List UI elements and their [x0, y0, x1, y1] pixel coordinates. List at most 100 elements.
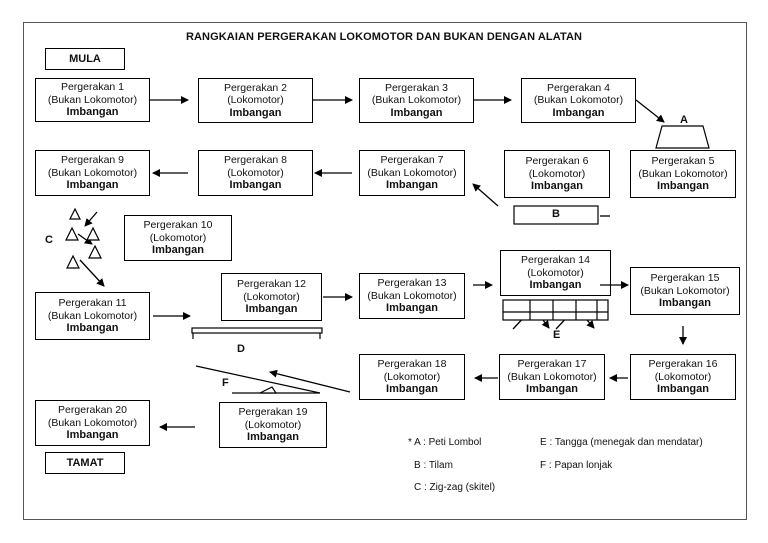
movement-name: Pergerakan 10 [143, 219, 213, 232]
movement-skill: Imbangan [66, 106, 119, 119]
start-label: MULA [45, 48, 125, 70]
movement-name: Pergerakan 17 [517, 358, 587, 371]
movement-name: Pergerakan 5 [651, 155, 715, 168]
movement-box-19: Pergerakan 19(Lokomotor)Imbangan [219, 402, 327, 448]
movement-skill: Imbangan [531, 180, 583, 193]
arrow-4-a [635, 99, 665, 123]
movement-type: (Bukan Lokomotor) [47, 93, 138, 106]
diagram-title: RANGKAIAN PERGERAKAN LOKOMOTOR DAN BUKAN… [185, 31, 583, 43]
movement-box-6: Pergerakan 6(Lokomotor)Imbangan [504, 150, 610, 198]
movement-type: (Bukan Lokomotor) [367, 289, 457, 302]
movement-skill: Imbangan [657, 383, 709, 396]
springboard-slope [195, 365, 321, 394]
movement-box-9: Pergerakan 9(Bukan Lokomotor)Imbangan [35, 150, 150, 196]
arrow-c-11 [79, 259, 105, 287]
movement-skill: Imbangan [526, 383, 578, 396]
legend-a: * A : Peti Lombol [408, 437, 482, 448]
movement-box-11: Pergerakan 11(Bukan Lokomotor)Imbangan [35, 292, 150, 340]
legend-c: C : Zig-zag (skitel) [414, 482, 496, 493]
movement-type: (Bukan Lokomotor) [367, 166, 457, 179]
movement-type: (Bukan Lokomotor) [638, 167, 728, 180]
movement-box-16: Pergerakan 16(Lokomotor)Imbangan [630, 354, 736, 400]
vaulting-box-shape [655, 125, 710, 149]
movement-name: Pergerakan 3 [384, 81, 449, 94]
movement-name: Pergerakan 1 [60, 81, 125, 94]
movement-type: (Lokomotor) [383, 370, 441, 383]
movement-type: (Lokomotor) [227, 166, 284, 179]
movement-name: Pergerakan 4 [546, 81, 611, 94]
movement-type: (Lokomotor) [149, 231, 207, 244]
movement-skill: Imbangan [229, 179, 282, 192]
cone-1 [69, 207, 81, 220]
springboard-wedge [259, 386, 278, 394]
movement-box-4: Pergerakan 4(Bukan Lokomotor)Imbangan [521, 78, 636, 123]
end-label: TAMAT [45, 452, 125, 474]
movement-name: Pergerakan 9 [60, 154, 125, 167]
movement-skill: Imbangan [245, 303, 298, 316]
equipment-label-c: C [45, 234, 53, 246]
diagram-frame [23, 22, 747, 520]
movement-skill: Imbangan [247, 431, 299, 444]
movement-name: Pergerakan 7 [380, 154, 444, 167]
movement-name: Pergerakan 13 [377, 277, 447, 290]
cone-3 [86, 226, 100, 241]
movement-skill: Imbangan [529, 279, 582, 292]
movement-box-5: Pergerakan 5(Bukan Lokomotor)Imbangan [630, 150, 736, 198]
equipment-label-f: F [222, 377, 229, 389]
movement-type: (Bukan Lokomotor) [47, 166, 138, 179]
movement-type: (Lokomotor) [654, 370, 712, 383]
mat-shape [513, 205, 599, 225]
movement-type: (Bukan Lokomotor) [507, 370, 597, 383]
arrow-9-c [84, 211, 98, 227]
movement-name: Pergerakan 16 [648, 358, 718, 371]
movement-box-14: Pergerakan 14(Lokomotor)Imbangan [500, 250, 611, 296]
movement-box-18: Pergerakan 18(Lokomotor)Imbangan [359, 354, 465, 400]
movement-skill: Imbangan [66, 429, 119, 442]
legend-e: E : Tangga (menegak dan mendatar) [540, 437, 703, 448]
movement-box-8: Pergerakan 8(Lokomotor)Imbangan [198, 150, 313, 196]
legend-b: B : Tilam [414, 460, 453, 471]
movement-skill: Imbangan [66, 179, 119, 192]
equipment-label-b: B [552, 208, 560, 220]
arrow-18-f [269, 369, 351, 393]
movement-box-17: Pergerakan 17(Bukan Lokomotor)Imbangan [499, 354, 605, 400]
movement-box-13: Pergerakan 13(Bukan Lokomotor)Imbangan [359, 273, 465, 319]
movement-name: Pergerakan 15 [650, 272, 720, 285]
movement-skill: Imbangan [386, 302, 438, 315]
movement-type: (Bukan Lokomotor) [47, 309, 138, 322]
movement-box-2: Pergerakan 2(Lokomotor)Imbangan [198, 78, 313, 123]
movement-type: (Lokomotor) [244, 418, 302, 431]
movement-skill: Imbangan [152, 244, 204, 257]
movement-skill: Imbangan [390, 106, 443, 119]
arrow-b-7 [472, 183, 499, 207]
movement-skill: Imbangan [229, 106, 282, 119]
cone-4 [66, 254, 80, 269]
movement-box-12: Pergerakan 12(Lokomotor)Imbangan [221, 273, 322, 321]
movement-skill: Imbangan [386, 179, 438, 192]
movement-name: Pergerakan 19 [238, 406, 308, 419]
movement-skill: Imbangan [66, 322, 119, 335]
movement-name: Pergerakan 8 [223, 154, 288, 167]
movement-name: Pergerakan 12 [237, 278, 306, 291]
movement-type: (Lokomotor) [227, 94, 284, 107]
movement-skill: Imbangan [657, 180, 709, 193]
movement-skill: Imbangan [659, 297, 711, 310]
movement-box-1: Pergerakan 1(Bukan Lokomotor)Imbangan [35, 78, 150, 122]
ladder-shape [502, 299, 609, 321]
cone-5 [88, 244, 102, 259]
movement-type: (Lokomotor) [243, 290, 300, 303]
movement-skill: Imbangan [386, 383, 438, 396]
movement-box-3: Pergerakan 3(Bukan Lokomotor)Imbangan [359, 78, 474, 123]
arrow-c-in [77, 233, 93, 245]
equipment-label-d: D [237, 343, 245, 355]
movement-type: (Bukan Lokomotor) [371, 94, 462, 107]
equipment-label-e: E [553, 329, 561, 341]
bench-shape [191, 327, 323, 334]
movement-name: Pergerakan 2 [223, 81, 288, 94]
movement-type: (Bukan Lokomotor) [640, 284, 730, 297]
equipment-label-a: A [680, 114, 688, 126]
legend-f: F : Papan lonjak [540, 460, 613, 471]
movement-type: (Lokomotor) [527, 266, 584, 279]
movement-type: (Bukan Lokomotor) [533, 94, 624, 107]
